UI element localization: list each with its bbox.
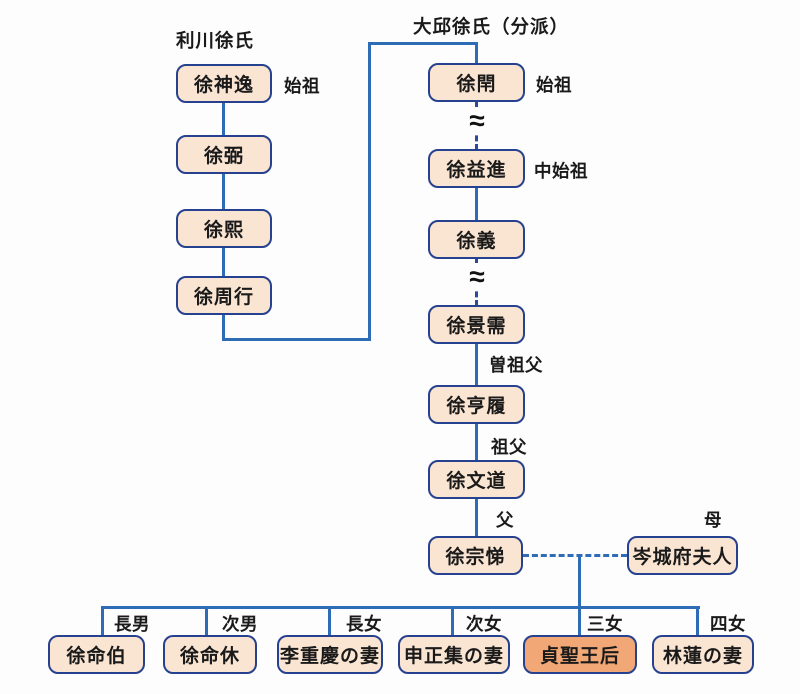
- node-seo-gyeongsu: 徐景需: [428, 305, 525, 344]
- connector-hyeongni-mundo: [475, 422, 478, 461]
- node-seo-myeonghyu: 徐命休: [163, 635, 257, 674]
- node-seo-hyeongni: 徐亨履: [428, 385, 525, 424]
- node-wife-of-i-junggyeong: 李重慶の妻: [277, 635, 383, 674]
- node-seo-ikjin: 徐益進: [428, 149, 525, 188]
- connector-riser: [368, 42, 371, 341]
- node-seo-jongje: 徐宗悌: [428, 536, 523, 575]
- node-seo-han: 徐閈: [428, 63, 525, 102]
- tag-eldest-daughter: 長女: [346, 614, 382, 634]
- connector-shinil-pil: [222, 102, 225, 136]
- tag-eldest-son: 長男: [114, 614, 150, 634]
- node-seo-ui: 徐義: [428, 220, 525, 259]
- tag-founder-right: 始祖: [536, 75, 572, 95]
- stub-child-1: [101, 606, 104, 636]
- stub-child-6: [696, 606, 699, 636]
- node-wife-of-im-ryeon: 林蓮の妻: [652, 635, 754, 674]
- children-bus-line: [101, 606, 700, 609]
- tag-middle-founder: 中始祖: [534, 161, 588, 181]
- stub-child-4: [451, 606, 454, 636]
- connector-juhaeng-down: [222, 314, 225, 341]
- tag-fourth-daughter: 四女: [710, 614, 746, 634]
- tag-mother: 母: [704, 510, 722, 530]
- tag-third-daughter: 三女: [587, 614, 623, 634]
- node-seo-pil: 徐弼: [176, 135, 272, 174]
- connector-mundo-jongje: [475, 497, 478, 537]
- tag-grandfather: 祖父: [491, 437, 527, 457]
- generation-gap-symbol: ≈: [459, 263, 495, 291]
- connector-bottom-elbow: [222, 338, 371, 341]
- tag-second-son: 次男: [222, 614, 258, 634]
- marriage-link-dashed: [523, 554, 627, 557]
- connector-pil-hui: [222, 173, 225, 210]
- connector-hui-juhaeng: [222, 247, 225, 277]
- node-seo-shinil: 徐神逸: [176, 64, 272, 103]
- node-jamseong-bubuin: 岑城府夫人: [627, 536, 738, 575]
- tag-founder-left: 始祖: [284, 76, 320, 96]
- tag-second-daughter: 次女: [466, 614, 502, 634]
- tag-father: 父: [496, 510, 514, 530]
- clan-header-icheon: 利川徐氏: [176, 30, 255, 51]
- tag-great-grandfather: 曽祖父: [489, 355, 543, 375]
- stub-child-3: [328, 606, 331, 636]
- node-seo-myeongbaek: 徐命伯: [48, 635, 145, 674]
- node-seo-juhaeng: 徐周行: [176, 276, 272, 315]
- connector-gyeongsu-hyeongni: [475, 342, 478, 386]
- node-wife-of-sin-jeongjip: 申正集の妻: [398, 635, 510, 674]
- connector-top-elbow: [368, 42, 478, 45]
- node-seo-mundo: 徐文道: [428, 460, 525, 499]
- generation-gap-symbol: ≈: [459, 107, 495, 135]
- marriage-drop-line: [578, 556, 581, 636]
- connector-ikjin-ui: [475, 186, 478, 221]
- clan-header-daegu: 大邱徐氏（分派）: [413, 16, 570, 37]
- connector-into-seo-han: [475, 44, 478, 64]
- node-seo-hui: 徐熙: [176, 209, 272, 248]
- node-jeongseong-wanghu: 貞聖王后: [523, 635, 637, 674]
- stub-child-2: [205, 606, 208, 636]
